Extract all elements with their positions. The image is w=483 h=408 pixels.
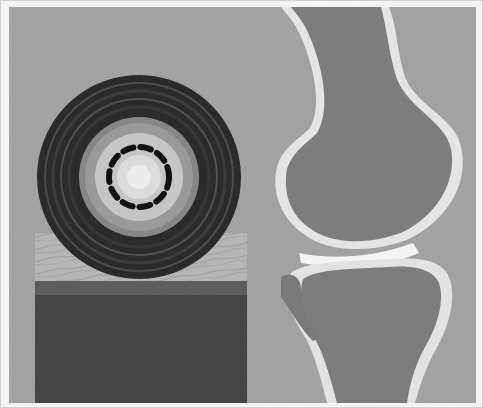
soil	[35, 295, 247, 403]
hub-center	[127, 165, 151, 189]
wheel-and-knee-illustration	[9, 7, 476, 403]
wheel	[37, 75, 241, 279]
ground-band	[35, 281, 247, 295]
